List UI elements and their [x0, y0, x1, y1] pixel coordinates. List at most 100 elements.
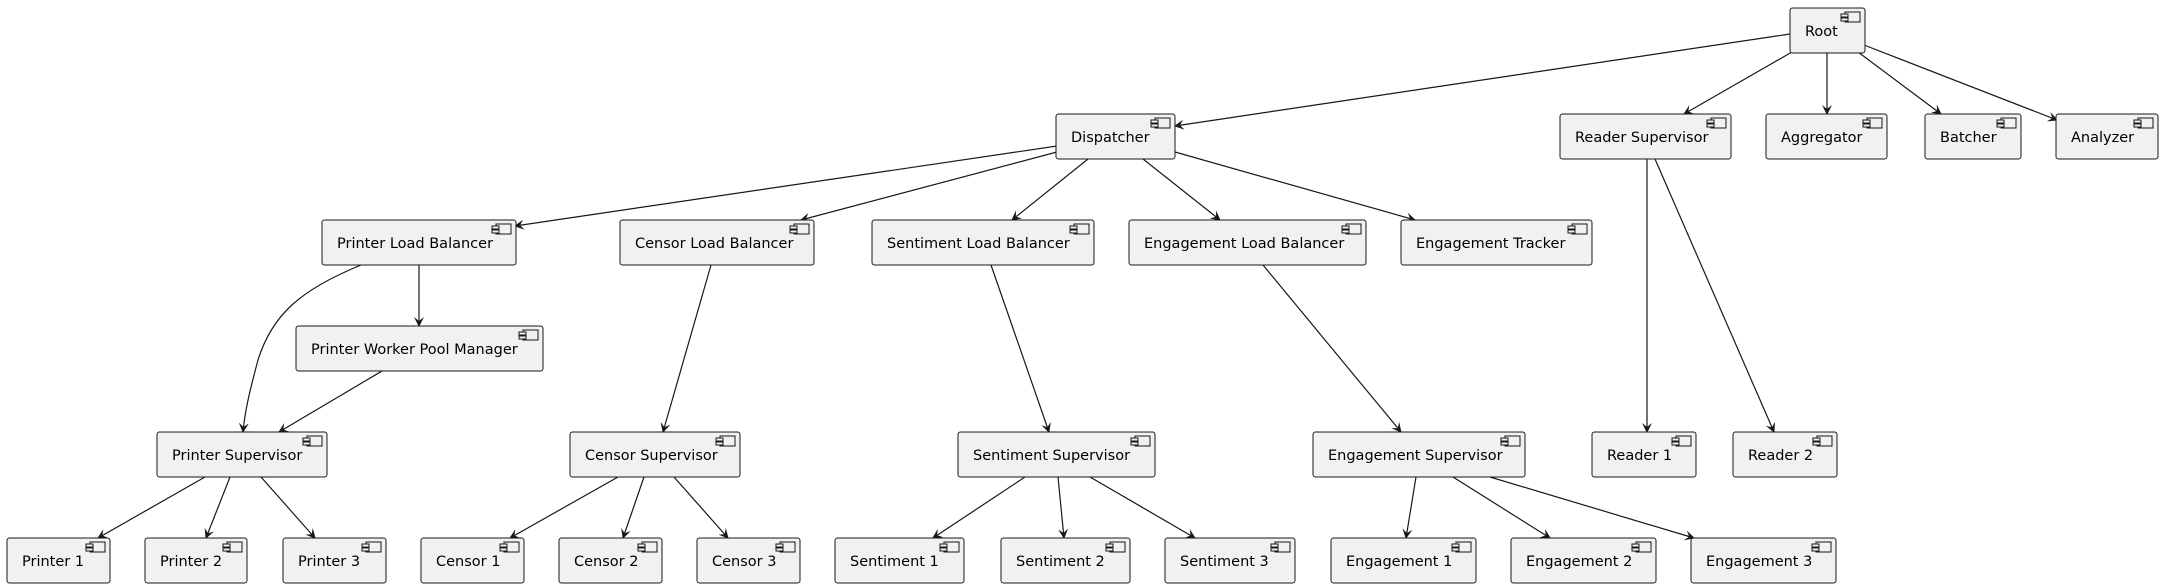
component-dispatcher[interactable]: Dispatcher [1055, 113, 1176, 160]
component-box [1765, 113, 1888, 160]
component-box [834, 537, 965, 584]
edges-layer [97, 33, 2058, 541]
component-censor-3[interactable]: Censor 3 [696, 537, 801, 584]
edge-root-to-dispatcher [1174, 33, 1791, 130]
component-reader-supervisor[interactable]: Reader Supervisor [1559, 113, 1732, 160]
component-label: Reader 2 [1748, 448, 1813, 464]
edge-reader-supervisor-to-reader-2 [1654, 158, 1775, 433]
component-icon [518, 329, 539, 341]
component-sentiment-3[interactable]: Sentiment 3 [1164, 537, 1296, 584]
component-icon [775, 541, 796, 553]
component-box [6, 537, 111, 584]
component-box [619, 219, 815, 266]
component-censor-load-balancer[interactable]: Censor Load Balancer [619, 219, 815, 266]
component-icon [491, 223, 512, 235]
component-engagement-supervisor[interactable]: Engagement Supervisor [1312, 431, 1526, 478]
component-censor-2[interactable]: Censor 2 [558, 537, 663, 584]
component-box [1055, 113, 1176, 160]
component-icon [939, 541, 960, 553]
component-aggregator[interactable]: Aggregator [1765, 113, 1888, 160]
component-printer-1[interactable]: Printer 1 [6, 537, 111, 584]
edge-root-to-analyzer [1863, 44, 2058, 122]
component-engagement-3[interactable]: Engagement 3 [1690, 537, 1837, 584]
component-label: Reader Supervisor [1575, 130, 1708, 146]
component-label: Engagement 3 [1706, 554, 1812, 570]
component-label: Sentiment Load Balancer [887, 236, 1070, 252]
component-icon [1150, 117, 1171, 129]
edge-dispatcher-to-sentiment-load-balancer [1011, 158, 1089, 221]
component-box [558, 537, 663, 584]
edge-censor-supervisor-to-censor-1 [509, 476, 619, 539]
component-label: Engagement Load Balancer [1144, 236, 1344, 252]
component-label: Aggregator [1781, 130, 1863, 146]
component-label: Censor Load Balancer [635, 236, 793, 252]
component-icon [1105, 541, 1126, 553]
component-root[interactable]: Root [1789, 7, 1866, 54]
component-box [1690, 537, 1837, 584]
component-box [1400, 219, 1593, 266]
component-label: Censor 1 [436, 554, 500, 570]
component-box [1591, 431, 1697, 478]
component-label: Engagement Supervisor [1328, 448, 1503, 464]
component-icon [1862, 117, 1883, 129]
component-icon [85, 541, 106, 553]
component-box [420, 537, 525, 584]
component-box [1559, 113, 1732, 160]
component-box [1000, 537, 1131, 584]
edge-root-to-batcher [1857, 51, 1942, 115]
component-box [1128, 219, 1367, 266]
component-icon [1811, 541, 1832, 553]
component-label: Batcher [1940, 130, 1997, 146]
component-label: Printer Worker Pool Manager [311, 342, 518, 358]
edge-engagement-supervisor-to-engagement-1 [1402, 476, 1417, 539]
component-box [1164, 537, 1296, 584]
component-reader-1[interactable]: Reader 1 [1591, 431, 1697, 478]
component-printer-worker-pool-manager[interactable]: Printer Worker Pool Manager [295, 325, 544, 372]
edge-censor-supervisor-to-censor-2 [621, 476, 645, 539]
component-engagement-load-balancer[interactable]: Engagement Load Balancer [1128, 219, 1367, 266]
edge-engagement-supervisor-to-engagement-3 [1489, 476, 1695, 541]
component-printer-supervisor[interactable]: Printer Supervisor [156, 431, 328, 478]
edge-sentiment-supervisor-to-sentiment-3 [1089, 476, 1196, 539]
component-censor-1[interactable]: Censor 1 [420, 537, 525, 584]
component-box [2055, 113, 2159, 160]
component-icon [1706, 117, 1727, 129]
component-printer-3[interactable]: Printer 3 [282, 537, 387, 584]
component-box [957, 431, 1156, 478]
component-box [295, 325, 544, 372]
component-icon [1840, 11, 1861, 23]
component-batcher[interactable]: Batcher [1924, 113, 2022, 160]
component-sentiment-load-balancer[interactable]: Sentiment Load Balancer [871, 219, 1095, 266]
component-reader-2[interactable]: Reader 2 [1732, 431, 1838, 478]
component-box [282, 537, 387, 584]
edge-engagement-supervisor-to-engagement-2 [1452, 476, 1551, 539]
component-icon [1069, 223, 1090, 235]
component-icon [1567, 223, 1588, 235]
edge-censor-supervisor-to-censor-3 [673, 476, 729, 539]
component-box [871, 219, 1095, 266]
component-label: Engagement 2 [1526, 554, 1632, 570]
component-printer-2[interactable]: Printer 2 [144, 537, 248, 584]
component-label: Engagement 1 [1346, 554, 1452, 570]
component-printer-load-balancer[interactable]: Printer Load Balancer [321, 219, 517, 266]
component-icon [1451, 541, 1472, 553]
component-icon [1270, 541, 1291, 553]
component-engagement-tracker[interactable]: Engagement Tracker [1400, 219, 1593, 266]
component-analyzer[interactable]: Analyzer [2055, 113, 2159, 160]
component-label: Printer 2 [160, 554, 222, 570]
component-censor-supervisor[interactable]: Censor Supervisor [569, 431, 741, 478]
component-label: Sentiment 3 [1180, 554, 1269, 570]
component-sentiment-supervisor[interactable]: Sentiment Supervisor [957, 431, 1156, 478]
component-label: Sentiment 2 [1016, 554, 1105, 570]
component-sentiment-1[interactable]: Sentiment 1 [834, 537, 965, 584]
component-icon [1500, 435, 1521, 447]
component-label: Reader 1 [1607, 448, 1672, 464]
component-icon [1812, 435, 1833, 447]
component-engagement-1[interactable]: Engagement 1 [1330, 537, 1477, 584]
component-icon [1671, 435, 1692, 447]
component-label: Sentiment Supervisor [973, 448, 1130, 464]
component-sentiment-2[interactable]: Sentiment 2 [1000, 537, 1131, 584]
component-engagement-2[interactable]: Engagement 2 [1510, 537, 1657, 584]
